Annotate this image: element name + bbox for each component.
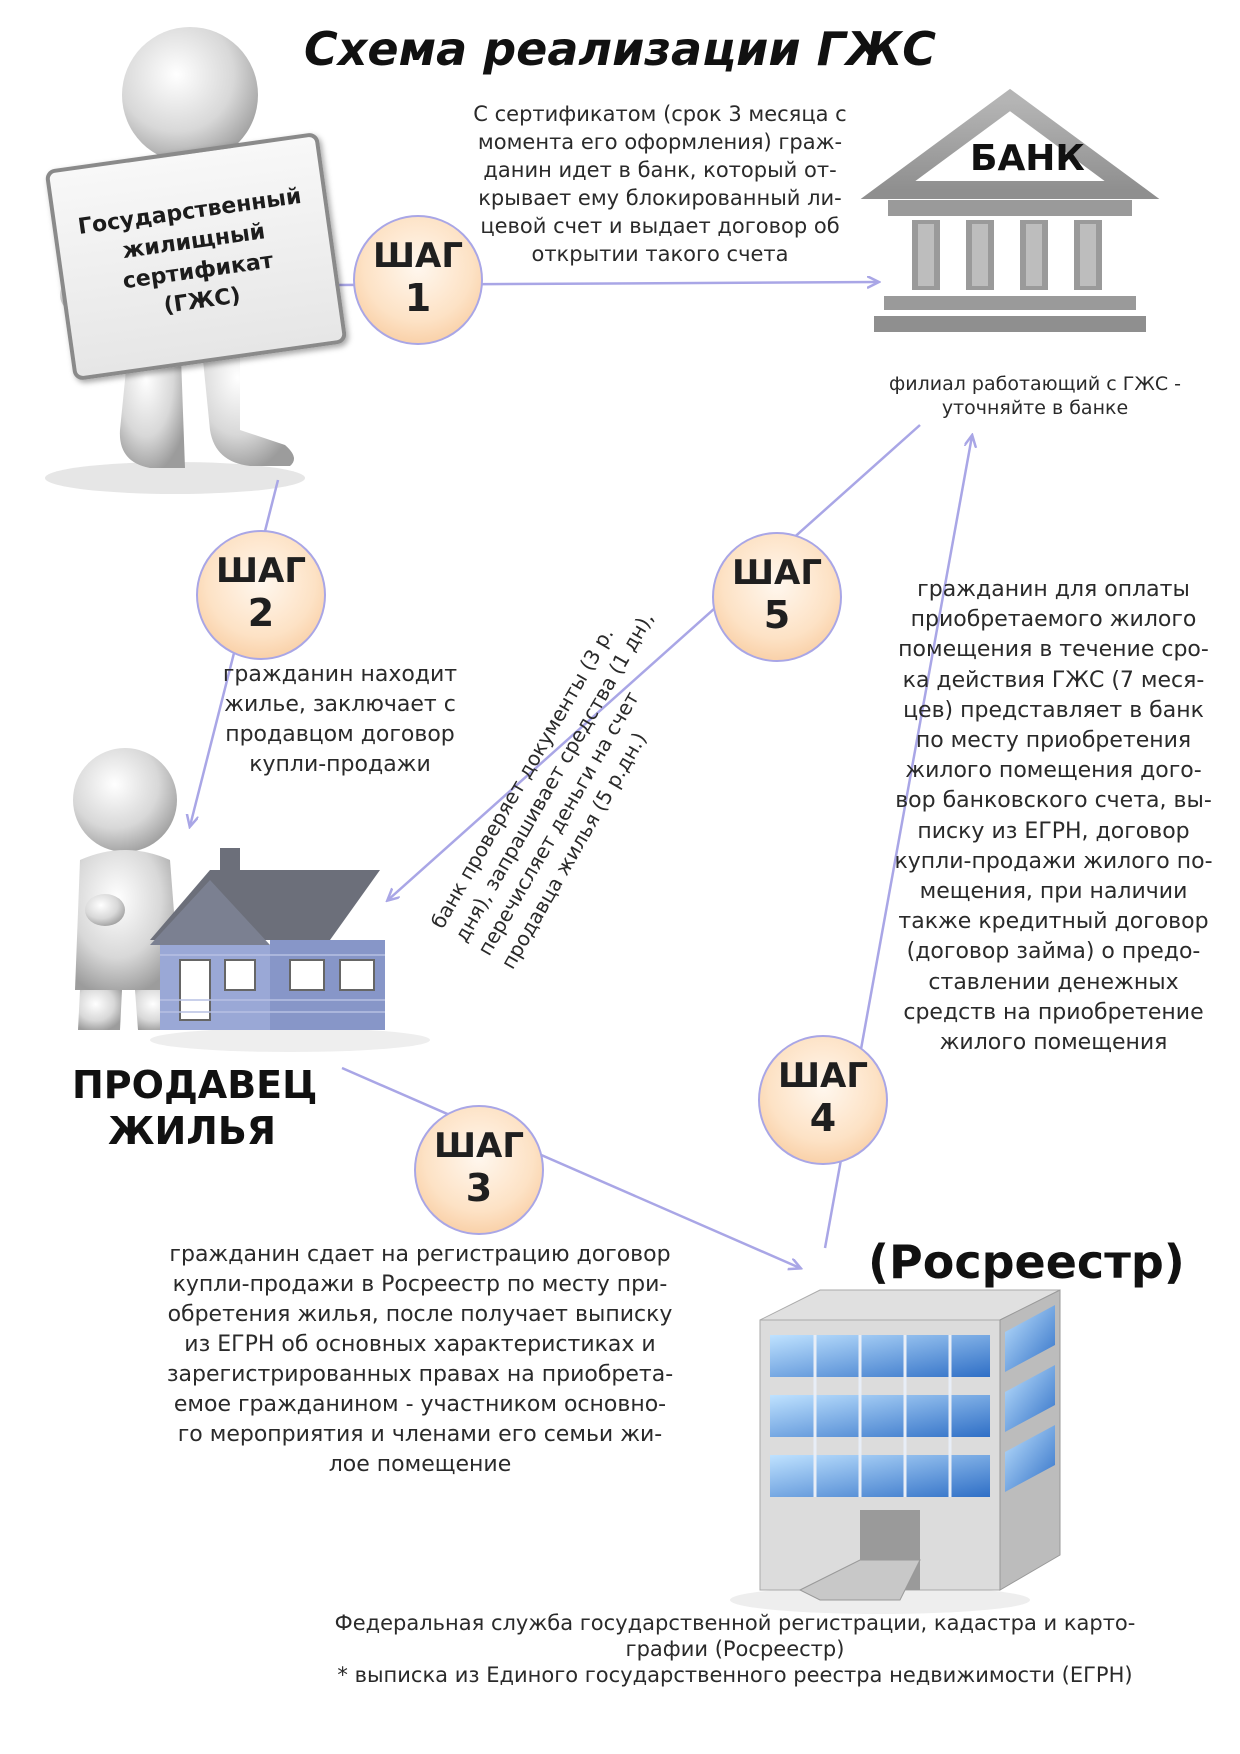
step1-line: цевой счет и выдает договор об	[480, 214, 840, 238]
step-number: 5	[763, 593, 791, 637]
step4-line: жилого помещения дого-	[905, 758, 1202, 784]
step1-line: открытии такого счета	[531, 242, 789, 266]
footer-line: * выписка из Единого государственного ре…	[337, 1663, 1133, 1687]
office-building-icon	[730, 1289, 1061, 1614]
rosreestr-label: (Росреестр)	[868, 1235, 1185, 1289]
step4-line: средств на приобретение	[903, 999, 1204, 1025]
step2-description: гражданин находит жилье, заключает с про…	[210, 660, 470, 780]
step4-description: гражданин для оплаты приобретаемого жило…	[876, 575, 1231, 1058]
bank-building-icon	[860, 88, 1160, 332]
step4-line: вор банковского счета, вы-	[895, 788, 1212, 814]
arrow-step3	[341, 1066, 800, 1268]
step-number: 2	[247, 591, 275, 635]
step-word: ШАГ	[373, 236, 463, 276]
step4-line: приобретаемого жилого	[910, 607, 1197, 633]
certificate-card: Государственный жилищный сертификат (ГЖС…	[44, 131, 348, 382]
step3-line: обретения жилья, после получает выписку	[167, 1302, 673, 1327]
step3-description: гражданин сдает на регистрацию договор к…	[140, 1240, 700, 1480]
step-3-badge: ШАГ 3	[414, 1105, 544, 1235]
footer-notes: Федеральная служба государственной регис…	[250, 1610, 1220, 1688]
step2-line: купли-продажи	[249, 752, 431, 777]
step-2-badge: ШАГ 2	[196, 530, 326, 660]
step-word: ШАГ	[434, 1126, 524, 1166]
page-title: Схема реализации ГЖС	[303, 22, 937, 76]
building-windows	[770, 1305, 1055, 1497]
step-5-badge: ШАГ 5	[712, 532, 842, 662]
house-icon	[150, 848, 430, 1052]
footer-line: графии (Росреестр)	[625, 1637, 845, 1661]
step-word: ШАГ	[216, 551, 306, 591]
step-number: 4	[809, 1096, 837, 1140]
step3-line: лое помещение	[328, 1452, 512, 1477]
bank-note-line: уточняйте в банке	[941, 397, 1129, 419]
seller-figure-icon	[73, 748, 180, 1030]
bank-note: филиал работающий с ГЖС - уточняйте в ба…	[870, 372, 1200, 420]
step1-line: С сертификатом (срок 3 месяца с	[473, 102, 847, 126]
certificate-text: Государственный жилищный сертификат (ГЖС…	[76, 181, 316, 331]
step-4-badge: ШАГ 4	[758, 1035, 888, 1165]
step4-line: купли-продажи жилого по-	[894, 848, 1213, 874]
step4-line: по месту приобретения	[915, 728, 1192, 754]
step-number: 1	[404, 276, 432, 320]
step2-line: продавцом договор	[225, 722, 455, 747]
step4-line: ставлении денежных	[928, 969, 1179, 995]
step-word: ШАГ	[732, 553, 822, 593]
step-1-badge: ШАГ 1	[353, 215, 483, 345]
step-number: 3	[465, 1166, 493, 1210]
step1-description: С сертификатом (срок 3 месяца с момента …	[450, 100, 870, 268]
bank-label: БАНК	[970, 138, 1085, 179]
step4-line: (договор займа) о предо-	[906, 939, 1201, 965]
step3-line: из ЕГРН об основных характеристиках и	[184, 1332, 656, 1357]
step4-line: жилого помещения	[939, 1030, 1168, 1056]
step1-line: момента его оформления) граж-	[477, 130, 843, 154]
step4-line: помещения в течение сро-	[898, 637, 1209, 663]
step3-line: гражданин сдает на регистрацию договор	[169, 1242, 671, 1267]
step4-line: цев) представляет в банк	[903, 697, 1204, 723]
step3-line: го мероприятия и членами его семьи жи-	[177, 1422, 663, 1447]
step3-line: купли-продажи в Росреестр по месту при-	[172, 1272, 668, 1297]
step1-line: данин идет в банк, который от-	[483, 158, 837, 182]
step4-line: гражданин для оплаты	[917, 577, 1190, 602]
step3-line: зарегистрированных правах на приобрета-	[166, 1362, 674, 1387]
step2-line: жилье, заключает с	[224, 692, 456, 717]
step4-line: также кредитный договор	[898, 909, 1209, 935]
step-word: ШАГ	[778, 1056, 868, 1096]
step4-line: мещения, при наличии	[919, 879, 1188, 905]
step4-line: писку из ЕГРН, договор	[917, 818, 1190, 844]
arrow-step5	[388, 424, 921, 900]
footer-line: Федеральная служба государственной регис…	[334, 1611, 1136, 1635]
seller-line: ПРОДАВЕЦ	[72, 1063, 318, 1107]
seller-label: ПРОДАВЕЦ ЖИЛЬЯ	[72, 1062, 318, 1154]
step3-line: емое гражданином - участником основно-	[173, 1392, 667, 1417]
step1-line: крывает ему блокированный ли-	[478, 186, 842, 210]
step4-line: ка действия ГЖС (7 меся-	[902, 667, 1205, 693]
step2-line: гражданин находит	[222, 662, 458, 687]
seller-line: ЖИЛЬЯ	[107, 1109, 277, 1153]
bank-note-line: филиал работающий с ГЖС -	[889, 373, 1181, 395]
